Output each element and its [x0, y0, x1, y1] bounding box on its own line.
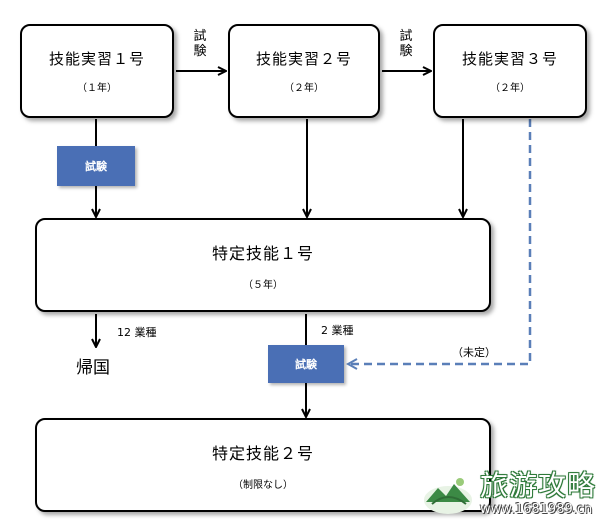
watermark-logo-icon: [424, 478, 472, 514]
dashed-arrow-j3-to-exam: [349, 119, 532, 364]
node-tokutei-2: 特定技能２号 （制限なし）: [35, 418, 491, 512]
label-2-industries: 2 業種: [321, 324, 354, 337]
exam-box-tokutei2: 試験: [268, 345, 344, 383]
exam-label-j2-j3: 試験: [398, 29, 414, 59]
node-jisshu-3-duration: （２年）: [490, 83, 530, 94]
node-tokutei-1: 特定技能１号 （５年）: [35, 218, 491, 312]
node-jisshu-2-duration: （２年）: [284, 83, 324, 94]
node-jisshu-3: 技能実習３号 （２年）: [433, 24, 587, 118]
watermark-title: 旅游攻略: [480, 469, 597, 502]
node-tokutei-1-duration: （５年）: [243, 279, 283, 291]
node-jisshu-2-title: 技能実習２号: [255, 50, 352, 68]
node-jisshu-2: 技能実習２号 （２年）: [228, 24, 380, 118]
label-return-home: 帰国: [76, 358, 110, 378]
node-tokutei-2-duration: （制限なし）: [233, 479, 293, 491]
exam-label-j1-j2: 試験: [192, 29, 208, 59]
node-jisshu-1-duration: （１年）: [77, 83, 117, 94]
node-jisshu-1-title: 技能実習１号: [48, 50, 145, 68]
node-tokutei-1-title: 特定技能１号: [211, 243, 314, 263]
watermark-url: www.1681989.cn: [480, 502, 593, 517]
node-jisshu-3-title: 技能実習３号: [461, 50, 558, 68]
node-tokutei-2-title: 特定技能２号: [211, 443, 314, 463]
label-12-industries: 12 業種: [117, 326, 157, 339]
watermark: 旅游攻略 www.1681989.cn: [420, 462, 608, 526]
exam-box-jisshu1: 試験: [57, 146, 135, 186]
node-jisshu-1: 技能実習１号 （１年）: [20, 24, 174, 118]
label-undecided: （未定）: [452, 346, 496, 359]
exam-label-j1-j2-text: 試験: [193, 29, 207, 59]
exam-label-j2-j3-text: 試験: [399, 29, 413, 59]
